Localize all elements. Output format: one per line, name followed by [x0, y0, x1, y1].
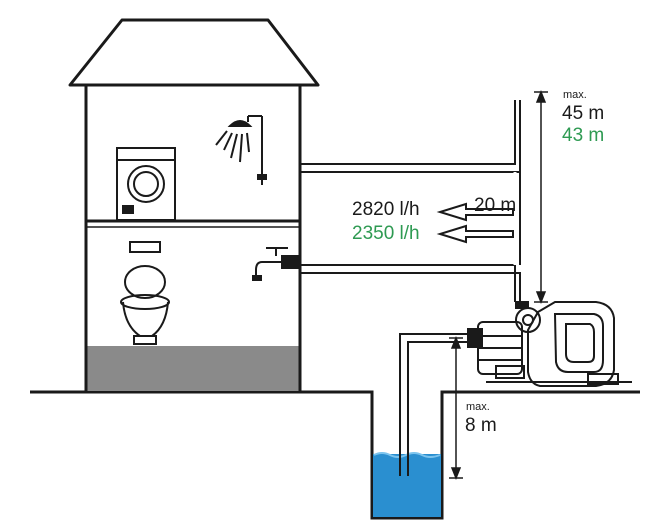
house-foundation — [87, 346, 299, 391]
suction-depth-max-label: max. — [466, 401, 490, 413]
house — [68, 18, 320, 394]
water-surface — [373, 452, 441, 458]
flow-rate-alt-value: 2350 l/h — [352, 223, 420, 244]
shower-icon — [215, 115, 267, 185]
house-roof — [68, 18, 320, 87]
suction-depth-dimension — [449, 335, 463, 481]
pressure-height-dimension — [534, 89, 548, 305]
water-tap-icon — [252, 247, 299, 281]
flow-rate-value: 2820 l/h — [352, 199, 420, 220]
pressure-head-alt-value: 43 m — [562, 125, 605, 146]
suction-depth-value: 8 m — [465, 415, 497, 436]
toilet-icon — [120, 241, 170, 345]
pressure-pipes — [300, 100, 521, 302]
pressure-head-max-label: max. — [563, 89, 587, 101]
pipe-distance-value: 20 m — [474, 195, 517, 216]
flow-arrows — [436, 202, 514, 244]
pump-icon — [477, 301, 632, 387]
pressure-head-value: 45 m — [562, 103, 605, 124]
house-body — [84, 83, 302, 394]
ground-line — [30, 390, 640, 520]
washing-machine-icon — [116, 147, 176, 221]
